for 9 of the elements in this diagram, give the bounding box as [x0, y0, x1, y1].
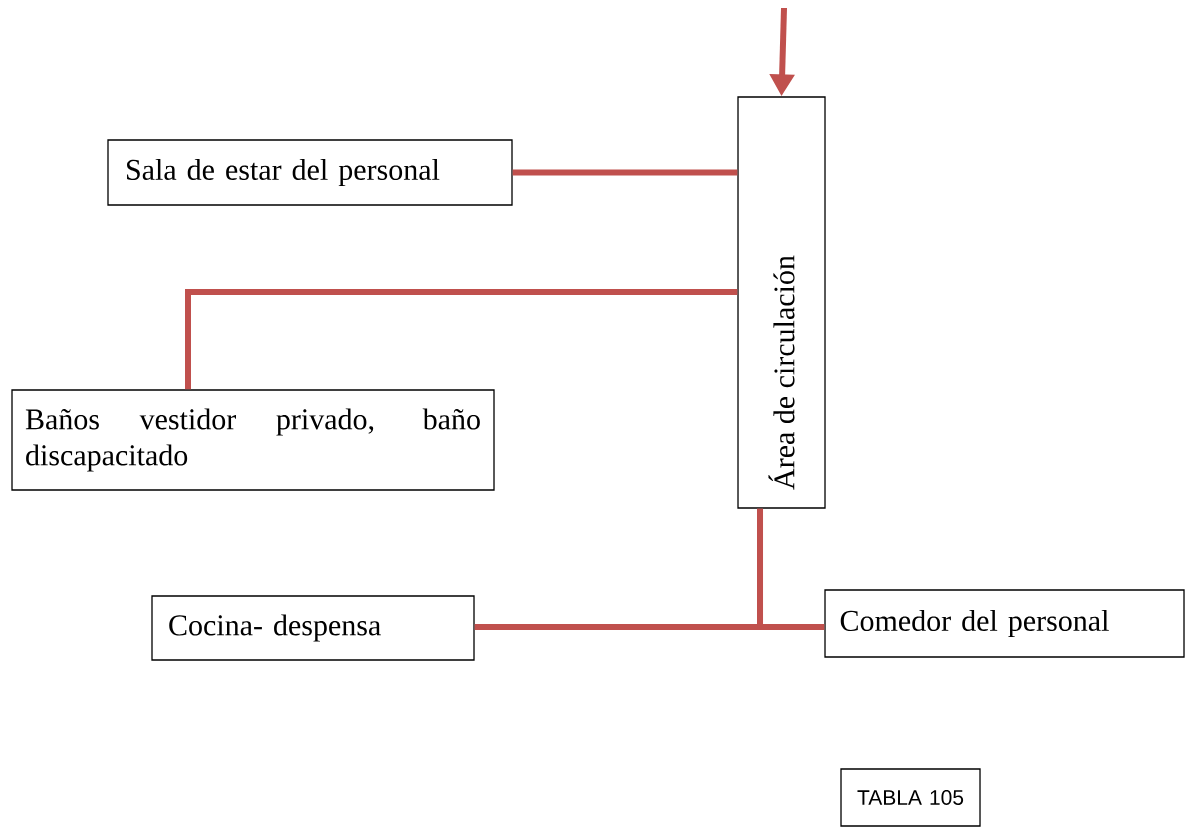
- room-box: Baños vestidor privado, baño discapacitado: [11, 389, 495, 491]
- room-box: Sala de estar del personal: [107, 139, 513, 206]
- room-box: Comedor del personal: [824, 589, 1185, 658]
- connector-line: [512, 169, 738, 176]
- circulation-box: Área de circulación: [737, 96, 826, 509]
- connector-line: [185, 289, 738, 390]
- room-box: Cocina- despensa: [151, 595, 475, 661]
- connector-line: [757, 508, 825, 630]
- table-label-box: TABLA 105: [840, 768, 981, 827]
